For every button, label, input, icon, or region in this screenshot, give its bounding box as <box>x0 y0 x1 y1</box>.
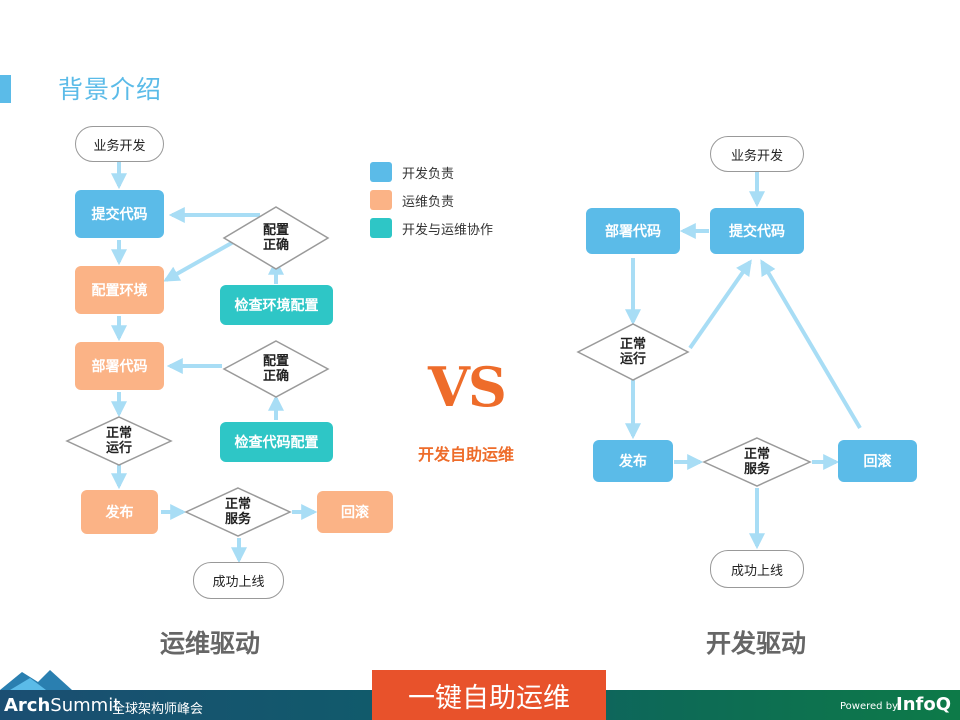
footer-brand-arch: Arch <box>4 695 51 716</box>
cta-one-click-ops: 一键自助运维 <box>372 670 606 720</box>
left-decision-config-top-line2: 正确 <box>262 238 289 253</box>
right-decision-run-line1: 正常 <box>619 337 646 352</box>
footer-brand: ArchSummit <box>4 695 120 716</box>
vs-subtitle: 开发自助运维 <box>418 445 515 464</box>
left-decision-config-mid-line1: 配置 <box>262 354 289 369</box>
left-node-check-env: 检查环境配置 <box>220 285 333 325</box>
right-decision-run-label: 正常 运行 <box>603 336 663 368</box>
arrow-r-rollback-submit <box>760 259 862 430</box>
right-node-release: 发布 <box>593 440 673 482</box>
left-decision-run <box>65 416 173 466</box>
footer-brand-summit: Summit <box>50 695 121 716</box>
right-node-deploy: 部署代码 <box>586 208 680 254</box>
left-node-submit: 提交代码 <box>75 190 164 238</box>
legend-item-collab: 开发与运维协作 <box>370 218 493 238</box>
legend-label-dev: 开发负责 <box>402 166 455 182</box>
left-node-rollback: 回滚 <box>317 491 393 533</box>
left-node-online: 成功上线 <box>193 562 284 599</box>
right-decision-service-line2: 服务 <box>743 462 770 477</box>
left-node-config-env: 配置环境 <box>75 266 164 314</box>
right-node-start: 业务开发 <box>710 136 804 172</box>
arrow-topok-config <box>163 234 245 282</box>
arrow-r-runok-submit <box>688 259 752 350</box>
left-decision-config-mid-line2: 正确 <box>262 369 289 384</box>
left-decision-config-top-line1: 配置 <box>262 223 289 238</box>
vs-label: VS <box>428 355 507 419</box>
right-decision-service-line1: 正常 <box>743 447 770 462</box>
left-decision-service-line2: 服务 <box>224 512 251 527</box>
legend-label-collab: 开发与运维协作 <box>402 222 494 238</box>
left-decision-config-mid-label: 配置 正确 <box>246 353 306 385</box>
left-node-check-code: 检查代码配置 <box>220 422 333 462</box>
right-node-online: 成功上线 <box>710 550 804 588</box>
legend-label-ops: 运维负责 <box>402 194 455 210</box>
left-caption: 运维驱动 <box>160 629 261 658</box>
right-node-submit: 提交代码 <box>710 208 804 254</box>
right-decision-service-label: 正常 服务 <box>727 446 787 478</box>
left-decision-service-label: 正常 服务 <box>208 496 268 528</box>
right-decision-run-line2: 运行 <box>619 352 646 367</box>
footer-brand-subtitle: 全球架构师峰会 <box>112 702 204 717</box>
left-decision-config-top <box>222 206 330 270</box>
slide-title: 背景介绍 <box>58 75 163 104</box>
left-decision-run-label: 正常 运行 <box>89 425 149 457</box>
footer-infoq-logo: InfoQ <box>896 694 952 715</box>
left-node-release: 发布 <box>81 490 158 534</box>
left-node-start: 业务开发 <box>75 126 164 162</box>
title-accent-bar <box>0 75 11 103</box>
legend-item-dev: 开发负责 <box>370 162 454 182</box>
legend-swatch-ops <box>370 190 392 210</box>
left-decision-config-top-label: 配置 正确 <box>246 222 306 254</box>
right-caption: 开发驱动 <box>706 629 807 658</box>
left-decision-service-line1: 正常 <box>224 497 251 512</box>
left-decision-service <box>184 487 292 537</box>
left-decision-run-line1: 正常 <box>105 426 132 441</box>
left-decision-config-mid <box>222 340 330 398</box>
footer-powered-by: Powered by <box>840 701 898 712</box>
left-node-deploy: 部署代码 <box>75 342 164 390</box>
right-decision-service <box>702 437 812 487</box>
legend-swatch-collab <box>370 218 392 238</box>
right-decision-run <box>576 323 690 381</box>
legend-item-ops: 运维负责 <box>370 190 454 210</box>
legend-swatch-dev <box>370 162 392 182</box>
right-node-rollback: 回滚 <box>838 440 917 482</box>
left-decision-run-line2: 运行 <box>105 441 132 456</box>
